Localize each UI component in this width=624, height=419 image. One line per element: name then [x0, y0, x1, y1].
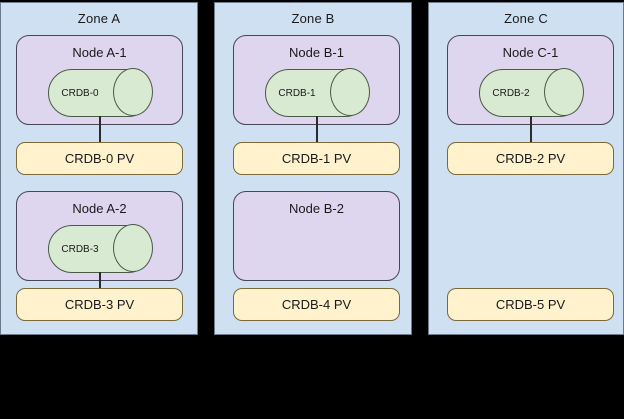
- node-a-1[interactable]: Node A-1 CRDB-0: [16, 35, 183, 125]
- node-b-2-title: Node B-2: [289, 201, 344, 216]
- database-cylinder-crdb-1[interactable]: CRDB-1: [265, 68, 370, 117]
- connector-crdb-2: [530, 116, 532, 143]
- node-c-1-title: Node C-1: [502, 45, 559, 60]
- zone-b-title: Zone B: [291, 11, 335, 26]
- pv-label: CRDB-5 PV: [495, 297, 566, 312]
- database-cylinder-crdb-0[interactable]: CRDB-0: [48, 68, 153, 117]
- pv-crdb-1[interactable]: CRDB-1 PV: [233, 142, 400, 175]
- connector-crdb-0: [99, 116, 101, 143]
- connector-crdb-1: [316, 116, 318, 143]
- database-cylinder-crdb-3[interactable]: CRDB-3: [48, 224, 153, 273]
- zone-b: Zone B Node B-1 CRDB-1 CRDB-1 PV Node B-…: [214, 2, 412, 335]
- cylinder-cap: [330, 68, 370, 116]
- node-b-2[interactable]: Node B-2: [233, 191, 400, 281]
- zone-c: Zone C Node C-1 CRDB-2 CRDB-2 PV CRDB-5 …: [428, 2, 624, 335]
- node-b-1[interactable]: Node B-1 CRDB-1: [233, 35, 400, 125]
- pv-label: CRDB-2 PV: [495, 151, 566, 166]
- pv-crdb-2[interactable]: CRDB-2 PV: [447, 142, 614, 175]
- pv-label: CRDB-0 PV: [64, 151, 135, 166]
- zone-c-title: Zone C: [504, 11, 548, 26]
- pv-crdb-3[interactable]: CRDB-3 PV: [16, 288, 183, 321]
- database-label: CRDB-0: [61, 87, 99, 99]
- pv-label: CRDB-4 PV: [281, 297, 352, 312]
- pv-label: CRDB-3 PV: [64, 297, 135, 312]
- pv-crdb-4[interactable]: CRDB-4 PV: [233, 288, 400, 321]
- pv-label: CRDB-1 PV: [281, 151, 352, 166]
- node-a-2[interactable]: Node A-2 CRDB-3: [16, 191, 183, 281]
- zone-a-title: Zone A: [77, 11, 121, 26]
- cylinder-cap: [113, 224, 153, 272]
- node-c-1[interactable]: Node C-1 CRDB-2: [447, 35, 614, 125]
- zone-a: Zone A Node A-1 CRDB-0 CRDB-0 PV Node A-…: [0, 2, 198, 335]
- node-b-1-title: Node B-1: [289, 45, 344, 60]
- node-a-2-title: Node A-2: [72, 201, 127, 216]
- database-label: CRDB-3: [61, 243, 99, 255]
- connector-crdb-3: [99, 272, 101, 299]
- database-label: CRDB-2: [492, 87, 530, 99]
- cylinder-cap: [544, 68, 584, 116]
- node-a-1-title: Node A-1: [72, 45, 127, 60]
- cylinder-cap: [113, 68, 153, 116]
- database-label: CRDB-1: [278, 87, 316, 99]
- database-cylinder-crdb-2[interactable]: CRDB-2: [479, 68, 584, 117]
- pv-crdb-5[interactable]: CRDB-5 PV: [447, 288, 614, 321]
- pv-crdb-0[interactable]: CRDB-0 PV: [16, 142, 183, 175]
